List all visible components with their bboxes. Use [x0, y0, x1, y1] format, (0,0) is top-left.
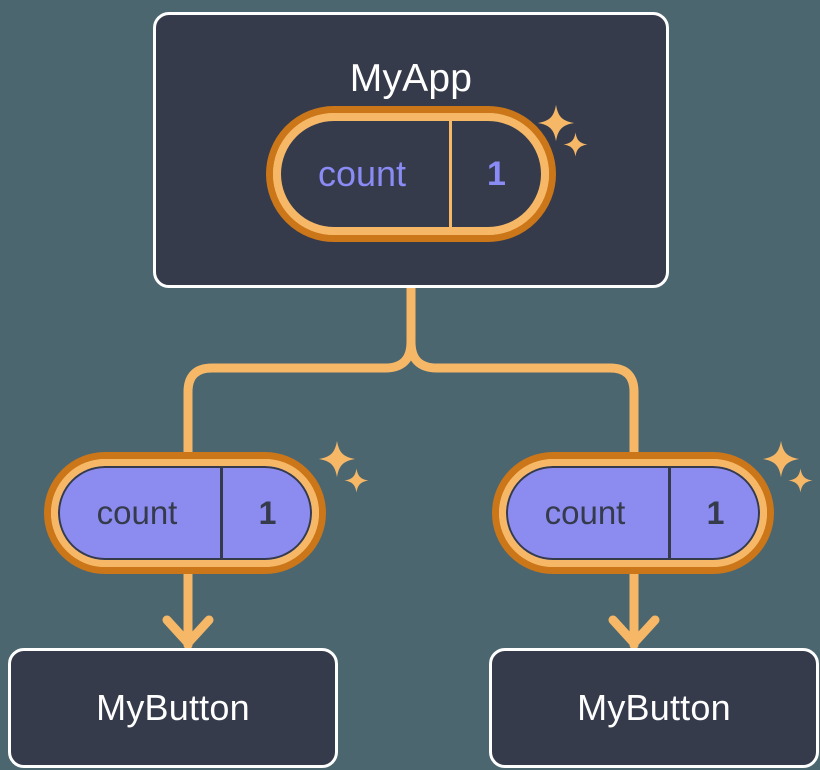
arrow-down-icon-right	[608, 615, 660, 648]
sparkle-icon	[762, 440, 800, 478]
prop-pill-right[interactable]: count 1	[492, 452, 774, 574]
connector-branch-left	[183, 337, 416, 457]
state-pill-inner: count 1	[273, 113, 549, 235]
page-title: MyApp	[349, 57, 473, 100]
prop-key-label: count	[544, 494, 626, 531]
state-pill-myapp[interactable]: count 1	[266, 106, 556, 242]
sparkle-icon	[344, 468, 369, 493]
prop-pill-left[interactable]: count 1	[44, 452, 326, 574]
state-key-label: count	[317, 153, 407, 194]
prop-pill-inner: count 1	[51, 459, 319, 567]
state-value-label: 1	[449, 121, 541, 227]
prop-key-label: count	[96, 494, 178, 531]
component-title: MyButton	[577, 687, 731, 728]
prop-value-label: 1	[668, 466, 760, 560]
prop-pill-inner: count 1	[499, 459, 767, 567]
connector-branch-right	[406, 337, 639, 457]
component-title: MyButton	[96, 687, 250, 728]
prop-value-label: 1	[220, 466, 312, 560]
sparkle-icon	[318, 440, 356, 478]
arrow-down-icon-left	[162, 615, 214, 648]
sparkle-group-left	[318, 440, 378, 504]
sparkle-icon	[788, 468, 813, 493]
component-card-mybutton-right[interactable]: MyButton	[489, 648, 819, 768]
component-card-mybutton-left[interactable]: MyButton	[8, 648, 338, 768]
